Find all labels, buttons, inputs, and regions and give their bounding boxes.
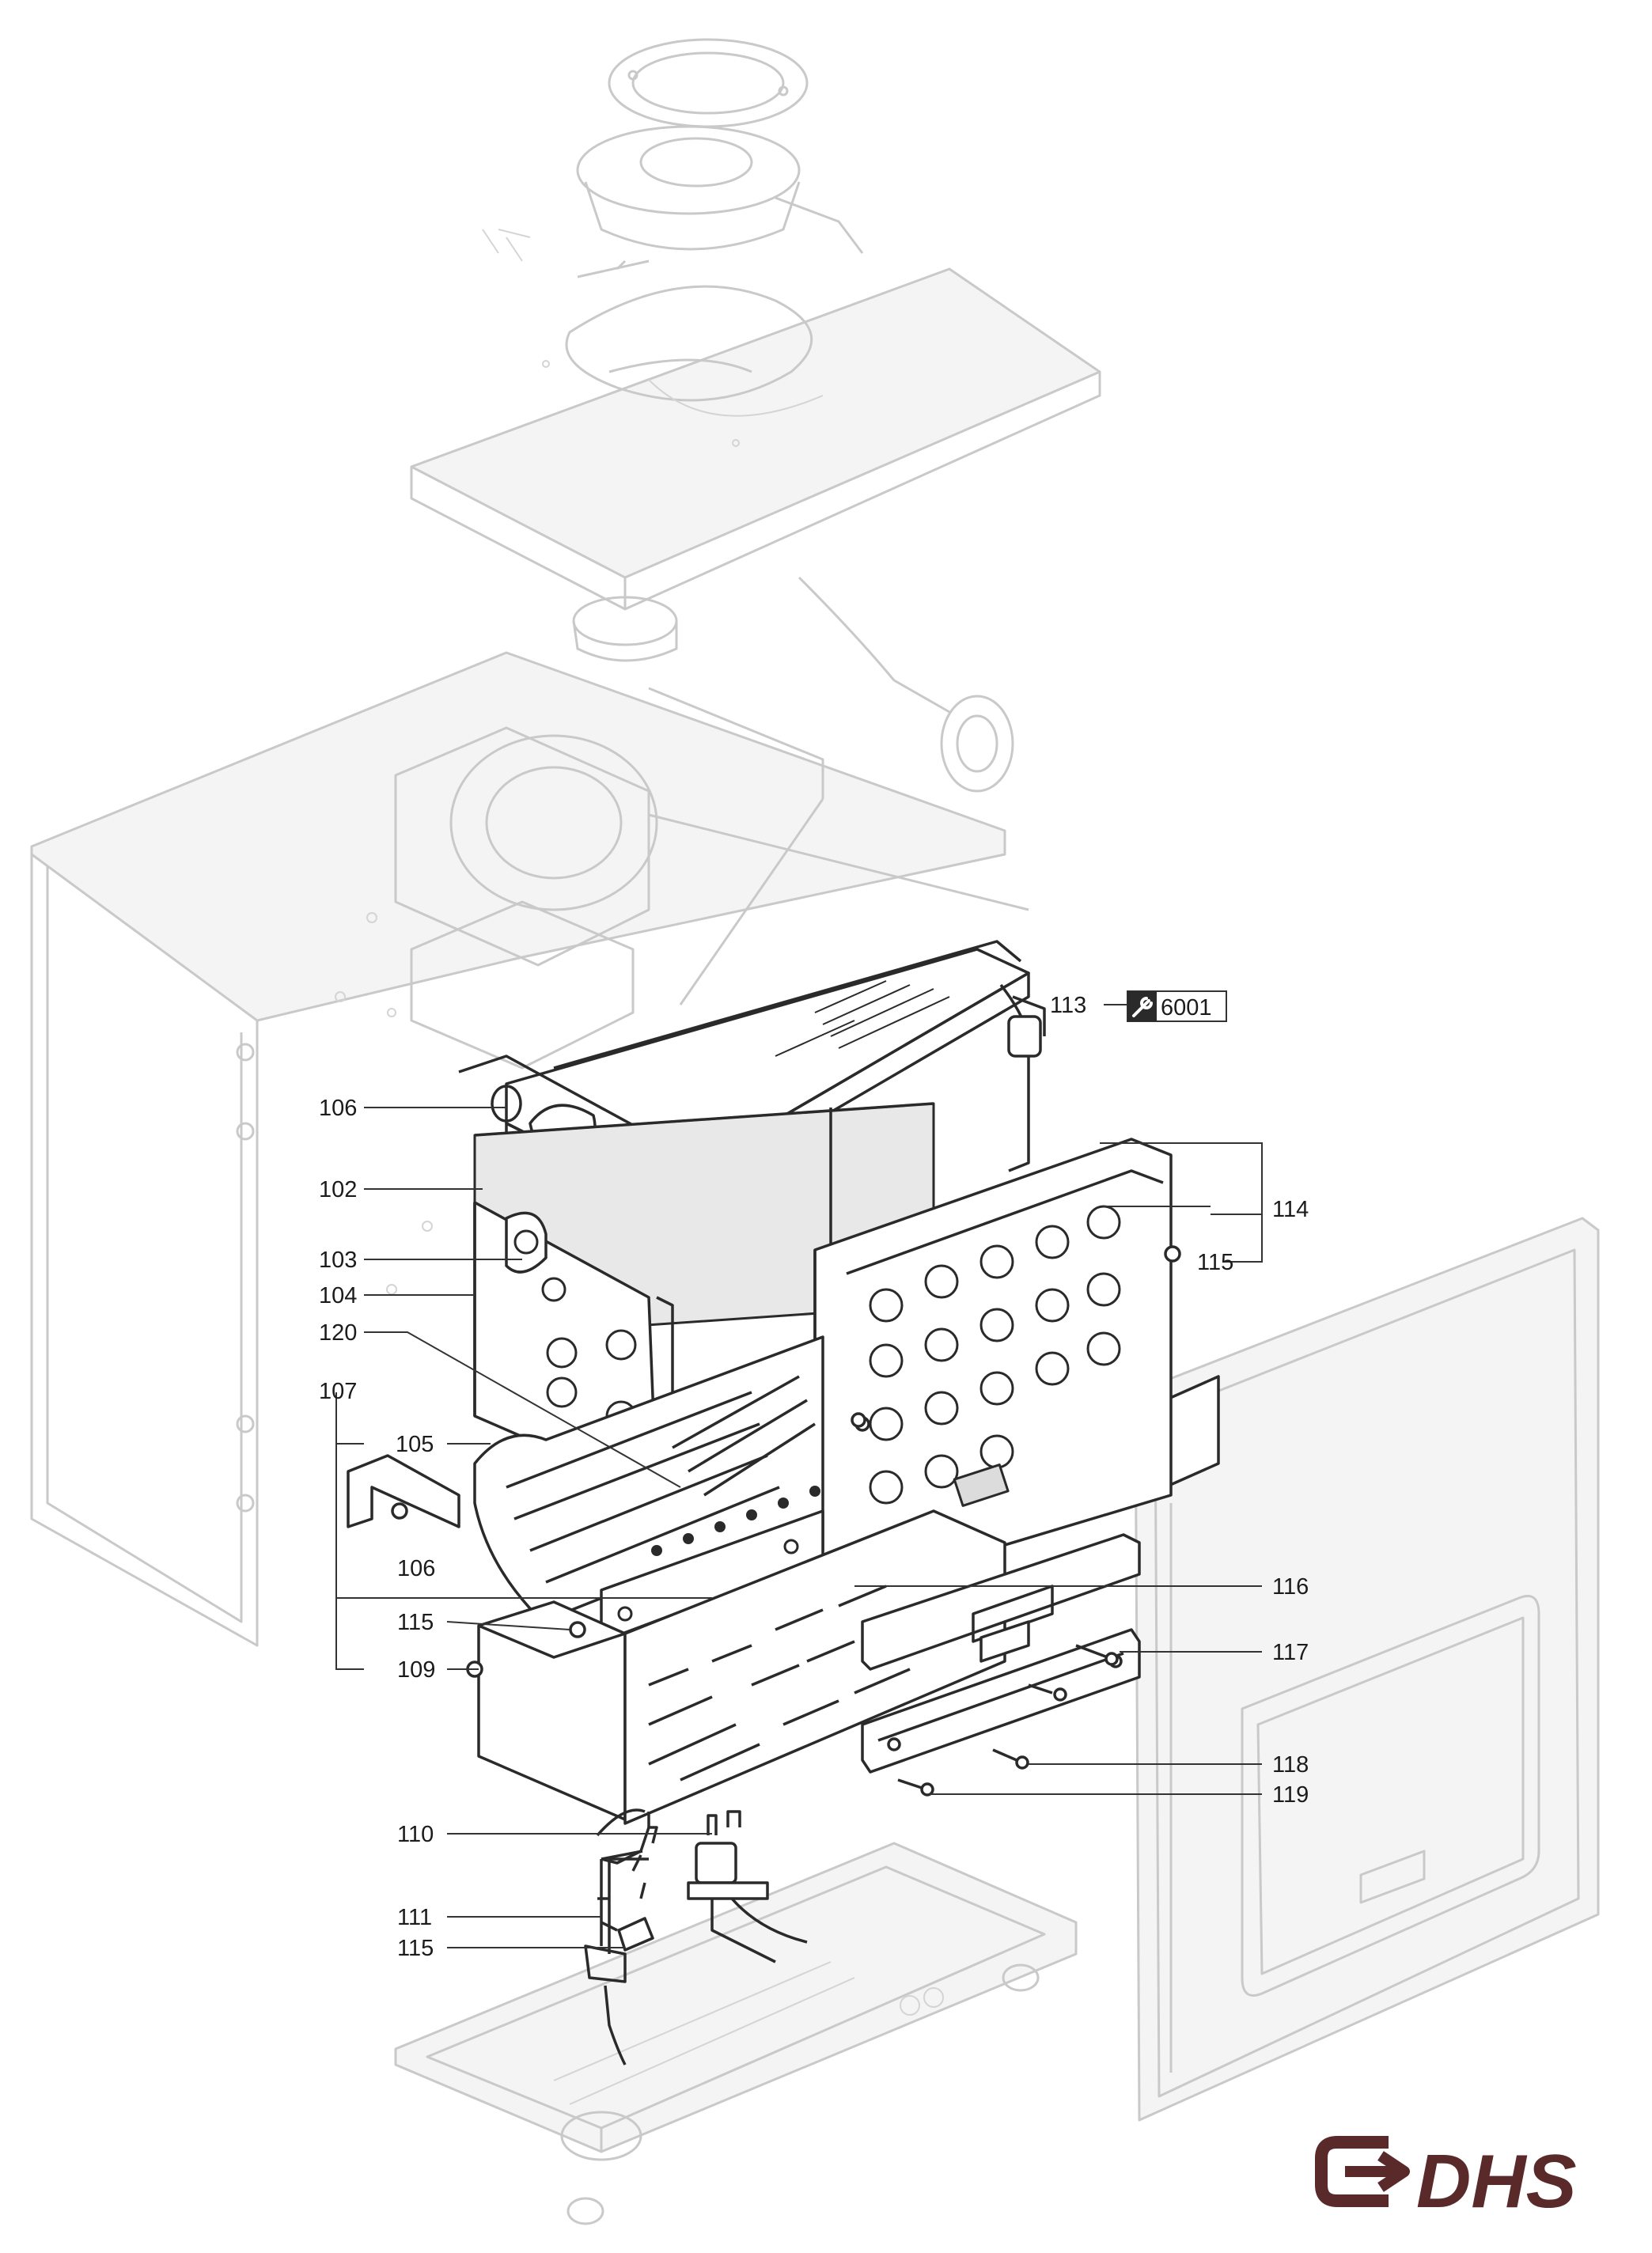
callout-105: 105 [396, 1432, 434, 1457]
burner-assembly [473, 1335, 824, 1647]
service-reference: 6001 [1127, 990, 1227, 1022]
dhs-logo: DHS [1315, 2136, 1577, 2224]
screws [851, 1245, 1181, 1797]
inspection-bar [861, 1533, 1141, 1671]
callout-107: 107 [319, 1379, 357, 1404]
top-panel [410, 267, 1101, 611]
callout-102: 102 [319, 1177, 357, 1202]
front-door [1134, 1217, 1600, 2122]
leader-lines [335, 1004, 1263, 1948]
ghost-parts [30, 38, 1600, 2225]
callout-120: 120 [319, 1320, 357, 1346]
callout-109: 109 [397, 1657, 435, 1683]
service-code: 6001 [1161, 995, 1212, 1020]
callout-111: 111 [397, 1905, 432, 1930]
logo-text: DHS [1416, 2139, 1577, 2224]
flue-adaptor [482, 125, 864, 278]
flue-gasket [608, 38, 809, 128]
callout-115-bottom: 115 [397, 1936, 434, 1961]
front-combustion-panel [813, 1138, 1173, 1592]
callout-104: 104 [319, 1283, 357, 1308]
callout-103: 103 [319, 1248, 357, 1273]
callout-115-mid: 115 [397, 1610, 434, 1635]
base-tray [394, 1842, 1078, 2225]
callout-118: 118 [1272, 1752, 1309, 1778]
callout-114: 114 [1272, 1197, 1309, 1222]
callout-119: 119 [1272, 1782, 1309, 1808]
callout-113: 113 [1050, 993, 1086, 1018]
callout-110: 110 [397, 1822, 434, 1847]
callout-106-top: 106 [319, 1096, 357, 1121]
combustion-assembly [347, 940, 1181, 2066]
flue-spigot [572, 576, 1014, 793]
callout-115-right: 115 [1197, 1250, 1233, 1275]
callout-labels: 113 106 102 114 103 115 104 120 107 105 … [319, 993, 1309, 1961]
burner-bracket [347, 1454, 460, 1528]
callout-106-bottom: 106 [397, 1556, 435, 1581]
callout-116: 116 [1272, 1574, 1309, 1600]
callout-117: 117 [1272, 1640, 1309, 1665]
electrodes [584, 1808, 808, 2066]
casing-rear [30, 651, 1029, 1647]
